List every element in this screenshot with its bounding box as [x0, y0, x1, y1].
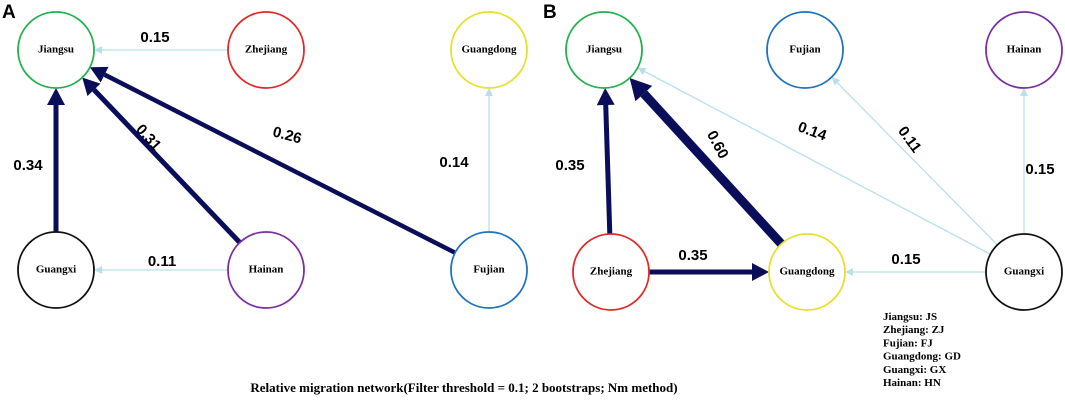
figure-caption: Relative migration network(Filter thresh…	[250, 380, 677, 395]
edge-weight-label: 0.11	[894, 123, 924, 156]
node-label: Guangxi	[36, 264, 76, 276]
node-hainan: Hainan	[227, 231, 305, 309]
node-label: Jiangsu	[586, 44, 622, 56]
edge-weight-label: 0.11	[148, 253, 176, 270]
edge-weight-label: 0.15	[140, 29, 169, 46]
edge-weight-label: 0.31	[132, 121, 164, 154]
node-label: Guangxi	[1004, 266, 1044, 278]
panel-a-label: A	[2, 2, 16, 23]
edge-weight-label: 0.15	[891, 251, 920, 268]
edge-guangxi-to-jiangsu	[637, 67, 991, 255]
edge-weight-label: 0.14	[796, 119, 830, 145]
node-label: Jiangsu	[38, 44, 74, 56]
node-jiangsu: Jiangsu	[17, 11, 95, 89]
edge-guangdong-to-jiangsu	[629, 78, 785, 247]
edge-weight-label: 0.15	[1025, 161, 1054, 178]
node-label: Zhejiang	[245, 44, 288, 56]
legend-entry: Fujian: FJ	[883, 337, 933, 349]
edge-weight-label: 0.35	[678, 247, 707, 264]
edge-guangxi-to-guangdong	[845, 268, 986, 276]
node-label: Hainan	[1007, 44, 1042, 56]
node-hainan: Hainan	[985, 11, 1063, 89]
node-label: Fujian	[789, 44, 820, 56]
node-label: Hainan	[249, 264, 284, 276]
edge-guangxi-to-hainan	[1020, 88, 1028, 234]
node-label: Fujian	[473, 264, 504, 276]
node-label: Zhejiang	[590, 266, 633, 278]
legend-entry: Zhejiang: ZJ	[883, 324, 945, 336]
edge-fujian-to-guangdong	[485, 88, 493, 232]
legend-entry: Guangdong: GD	[883, 351, 961, 363]
node-jiangsu: Jiangsu	[565, 11, 643, 89]
edge-zhejiang-to-guangdong	[649, 263, 769, 281]
node-fujian: Fujian	[450, 231, 528, 309]
node-label: Guangdong	[779, 266, 835, 278]
node-guangxi: Guangxi	[985, 233, 1063, 311]
node-zhejiang: Zhejiang	[227, 11, 305, 89]
legend-entry: Hainan: HN	[883, 377, 941, 389]
node-guangdong: Guangdong	[768, 233, 846, 311]
node-label: Guangdong	[461, 44, 517, 56]
edge-zhejiang-to-jiangsu	[94, 46, 228, 54]
edge-guangxi-to-jiangsu	[47, 88, 65, 232]
node-guangdong: Guangdong	[450, 11, 528, 89]
edge-weight-label: 0.34	[13, 157, 43, 174]
edge-weight-label: 0.35	[555, 157, 584, 174]
legend-entry: Jiangsu: JS	[883, 311, 937, 323]
edge-weight-label: 0.14	[439, 154, 469, 171]
node-guangxi: Guangxi	[17, 231, 95, 309]
edge-weight-label: 0.26	[271, 123, 304, 147]
legend-entry: Guangxi: GX	[883, 364, 946, 376]
panel-b-label: B	[543, 2, 557, 23]
edge-zhejiang-to-jiangsu	[596, 87, 615, 235]
node-fujian: Fujian	[766, 11, 844, 89]
node-zhejiang: Zhejiang	[572, 233, 650, 311]
edge-guangxi-to-fujian	[831, 77, 998, 246]
edge-hainan-to-guangxi	[94, 266, 228, 274]
edge-fujian-to-jiangsu	[89, 66, 457, 255]
edge-hainan-to-jiangsu	[82, 77, 242, 245]
